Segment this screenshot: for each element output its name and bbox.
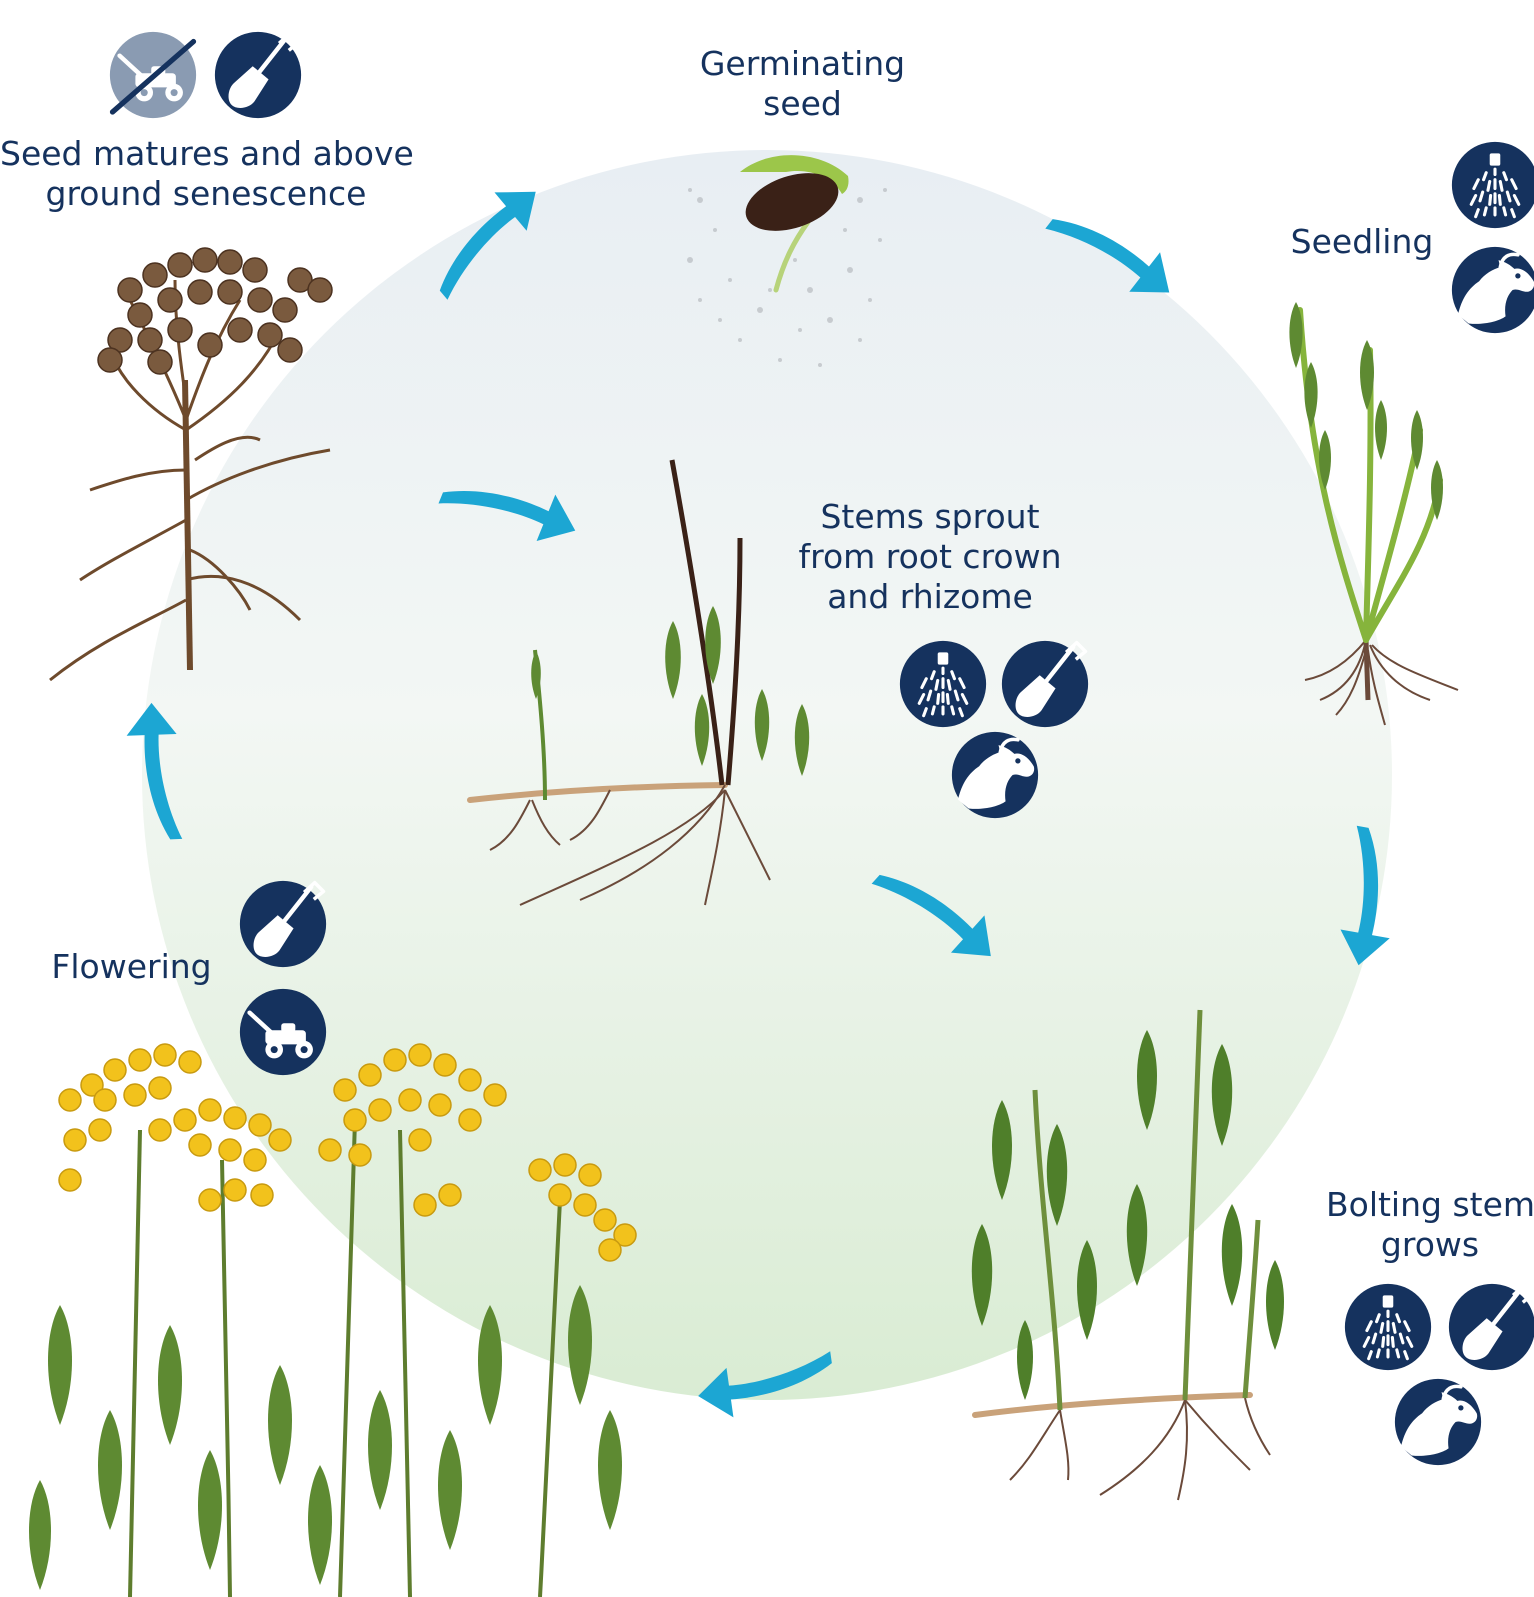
senescence-label-line1: Seed matures and above bbox=[0, 134, 412, 174]
shovel-icon bbox=[1449, 1284, 1534, 1370]
senescence-label-line2: ground senescence bbox=[0, 174, 412, 214]
germinating-label-line1: Germinating bbox=[660, 44, 945, 84]
flowering-label: Flowering bbox=[44, 947, 219, 987]
senescence-label: Seed matures and above ground senescence bbox=[0, 134, 412, 214]
bolting-label-line1: Bolting stem bbox=[1326, 1185, 1534, 1225]
shovel-icon bbox=[240, 881, 326, 967]
mower-icon bbox=[240, 989, 326, 1075]
goat-icon bbox=[1452, 247, 1534, 333]
stems-label: Stems sprout from root crown and rhizome bbox=[780, 497, 1080, 617]
senescence-control-icons bbox=[110, 32, 301, 118]
seedling-label: Seedling bbox=[1282, 222, 1442, 262]
stems-label-line3: and rhizome bbox=[780, 577, 1080, 617]
spray-icon bbox=[1452, 142, 1534, 228]
bolting-label-line2: grows bbox=[1326, 1225, 1534, 1265]
bolting-control-icons bbox=[1345, 1284, 1534, 1465]
goat-icon bbox=[1395, 1379, 1481, 1465]
stems-label-line2: from root crown bbox=[780, 537, 1080, 577]
seedling-control-icons bbox=[1452, 142, 1534, 333]
seedling-label-line1: Seedling bbox=[1282, 222, 1442, 262]
bolting-label: Bolting stem grows bbox=[1326, 1185, 1534, 1265]
life-cycle-circle bbox=[142, 150, 1392, 1400]
germinating-label: Germinating seed bbox=[660, 44, 945, 124]
spray-icon bbox=[1345, 1284, 1431, 1370]
flowering-label-line1: Flowering bbox=[44, 947, 219, 987]
no-mowing-icon bbox=[110, 32, 196, 118]
stems-label-line1: Stems sprout bbox=[780, 497, 1080, 537]
spray-icon bbox=[900, 641, 986, 727]
shovel-icon bbox=[1002, 641, 1088, 727]
shovel-icon bbox=[215, 32, 301, 118]
germinating-label-line2: seed bbox=[660, 84, 945, 124]
goat-icon bbox=[952, 732, 1038, 818]
